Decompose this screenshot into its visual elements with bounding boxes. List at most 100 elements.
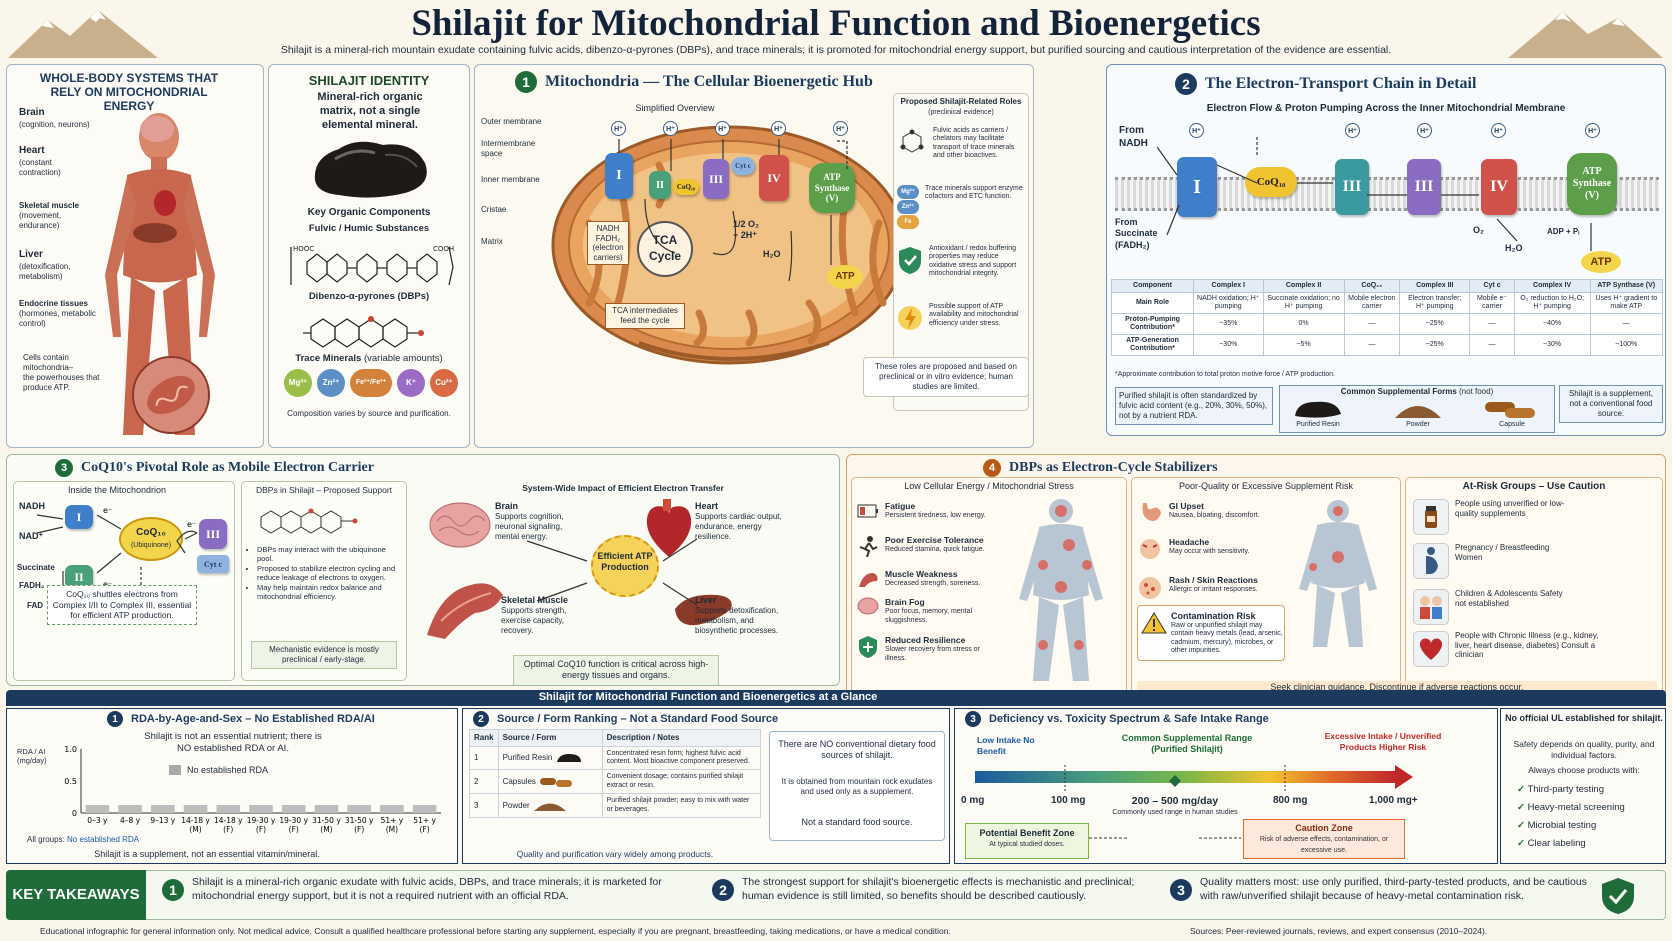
check-item: ✓ Third-party testing — [1517, 784, 1604, 795]
mito-label-outer: Outer membrane — [481, 117, 542, 126]
role-antioxidant: Antioxidant / redox buffering properties… — [897, 245, 1025, 279]
footer-disclaimer: Educational infographic for general info… — [40, 926, 951, 936]
mineral-cu: Cu²⁺ — [430, 369, 458, 397]
inside-mito-title: Inside the Mitochondrion — [67, 485, 167, 495]
impact-arrows — [526, 538, 698, 606]
arm-muscle-icon — [859, 573, 878, 587]
svg-text:HOOC: HOOC — [293, 245, 314, 253]
tick-1000: 1,000 mg+ — [1369, 795, 1418, 806]
mito-label-cristae: Cristae — [481, 205, 507, 214]
x-tick-label: (M) — [320, 825, 332, 834]
mito-nadh-box: NADH FADH₂ (electron carriers) — [587, 221, 629, 266]
identity-foot: Composition varies by source and purific… — [287, 409, 451, 418]
bar — [314, 805, 339, 813]
etc-flow-arrows — [1157, 135, 1592, 251]
tick-800: 800 mg — [1273, 795, 1308, 806]
coq-succinate: Succinate — [17, 563, 55, 572]
shield-check-icon — [1602, 878, 1634, 914]
etc-complex-iv: IV — [1481, 159, 1517, 215]
x-tick-label: 14-18 y — [214, 816, 243, 825]
svg-text:e⁻: e⁻ — [103, 506, 112, 515]
source-side-3: Not a standard food source. — [801, 817, 913, 827]
mito-flow-arrows — [618, 139, 848, 282]
check-item: ✓ Clear labeling — [1517, 838, 1586, 849]
mito-label-matrix: Matrix — [481, 237, 503, 246]
tick-100: 100 mg — [1051, 795, 1086, 806]
at-risk-chronic: People with Chronic Illness (e.g., kidne… — [1413, 631, 1601, 667]
body-stress-figure — [1019, 499, 1103, 681]
capsule-thumb-icon — [540, 777, 573, 787]
fulvic-label: Fulvic / Humic Substances — [308, 223, 430, 234]
body-systems-title: WHOLE-BODY SYSTEMS THAT RELY ON MITOCHON… — [39, 71, 219, 113]
svg-text:e⁻: e⁻ — [103, 580, 112, 589]
y-tick-label: 0.5 — [64, 777, 77, 786]
mito-hplus-5: H⁺ — [833, 121, 848, 136]
etc-hplus-5: H⁺ — [1585, 123, 1600, 138]
role-fulvic: Fulvic acids as carriers / chelators may… — [897, 127, 1025, 161]
bar — [249, 805, 273, 813]
coq-cytc: Cyt c — [197, 555, 229, 573]
warning-icon — [1141, 612, 1167, 634]
coq-complex-i: I — [65, 505, 93, 529]
x-tick-label: 31-50 y — [312, 816, 341, 825]
check-item: ✓ Microbial testing — [1517, 820, 1597, 831]
body-risk-figure — [1299, 500, 1377, 647]
etc-atp-synthase: ATP Synthase (V) — [1567, 153, 1617, 215]
body-label-liver: Liver(detoxification, metabolism) — [19, 249, 71, 281]
human-body-figure — [105, 113, 215, 435]
choose-label: Always choose products with: — [1528, 765, 1640, 775]
molecule-icon — [900, 129, 924, 153]
dbp-structure-icon — [303, 316, 424, 348]
etc-hplus-4: H⁺ — [1491, 123, 1506, 138]
spectrum-excess: Excessive Intake / Unverified Products H… — [1324, 731, 1442, 752]
muscle-icon — [427, 583, 503, 639]
identity-lead: Mineral-rich organic matrix, not a singl… — [317, 91, 423, 131]
roles-sub: (preclinical evidence) — [928, 109, 994, 116]
source-foot: Quality and purification vary widely amo… — [516, 849, 714, 859]
tick-range: 200 – 500 mg/day — [1131, 795, 1219, 807]
efficient-atp-burst: Efficient ATP Production — [591, 535, 659, 597]
powder-image — [1395, 406, 1441, 418]
takeaways-bar — [6, 870, 1666, 920]
coq-fadh: FADH₂ — [19, 581, 45, 590]
spectrum-common: Common Supplemental Range (Purified Shil… — [1121, 733, 1253, 755]
y-tick-label: 0 — [72, 809, 77, 818]
bar — [118, 805, 142, 813]
ul-panel: No official UL established for shilajit.… — [1500, 708, 1666, 864]
mito-hplus-3: H⁺ — [715, 121, 730, 136]
x-tick-label: (M) — [189, 825, 201, 834]
resin-thumb-icon — [556, 753, 581, 762]
zone-arrows — [1089, 837, 1241, 839]
rda-ylabel: RDA / AI (mg/day) — [17, 747, 47, 766]
x-tick-label: 0–3 y — [87, 816, 108, 825]
x-tick-label: (F) — [420, 825, 430, 834]
y-tick-label: 1.0 — [64, 745, 77, 754]
brain-icon — [429, 502, 491, 548]
takeaways-label: KEY TAKEAWAYS — [6, 870, 146, 920]
mito-coq10: CoQ₁₀ — [673, 179, 699, 195]
body-label-brain: Brain(cognition, neurons) — [19, 107, 90, 129]
resin-image — [1295, 401, 1341, 418]
mineral-zn: Zn²⁺ — [317, 369, 345, 397]
heart-illness-icon — [1413, 631, 1449, 667]
source-side-2: It is obtained from mountain rock exudat… — [781, 777, 933, 796]
mito-tca-note: TCA intermediates feed the cycle — [605, 303, 685, 329]
dbp-mini-structure — [260, 508, 358, 534]
shilajit-resin-image — [314, 141, 427, 198]
x-tick-label: (F) — [256, 825, 266, 834]
mito-hplus-2: H⁺ — [663, 121, 678, 136]
mito-complex-i: I — [605, 153, 633, 199]
rda-legend: No established RDA — [169, 765, 268, 775]
